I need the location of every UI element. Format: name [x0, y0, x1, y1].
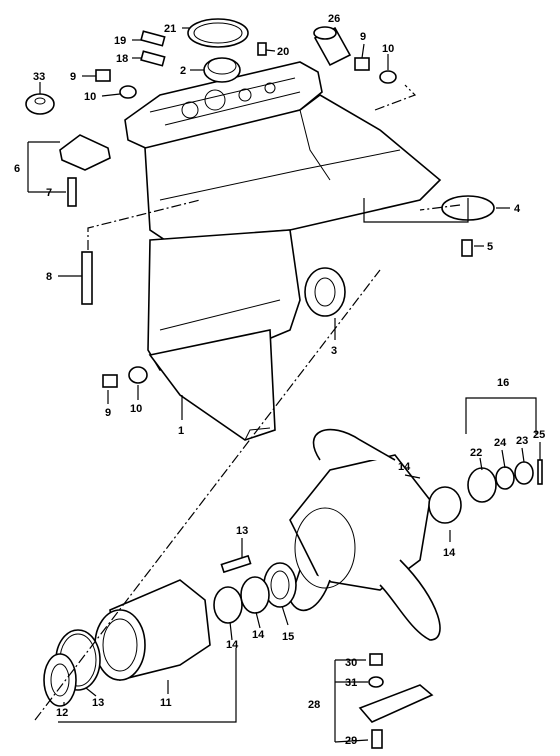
callout-20: 22 — [470, 447, 482, 459]
leader-lines — [27, 27, 541, 743]
callout-3: 3 — [331, 345, 337, 357]
washer-31 — [368, 676, 384, 688]
bearing-3 — [304, 267, 346, 317]
thrust-washer-20 — [467, 467, 497, 503]
anode-6 — [59, 134, 111, 171]
snap-ring-27 — [187, 18, 249, 48]
bearing-carrier-11 — [94, 579, 211, 681]
bolt-9-mid — [102, 374, 118, 388]
callout-10-top-left: 10 — [84, 91, 96, 103]
bolt-15 — [220, 554, 252, 574]
callout-22: 24 — [494, 437, 507, 449]
nut-30 — [369, 653, 383, 666]
callout-32: 26 — [328, 13, 340, 25]
callout-14a: 14 — [226, 639, 239, 651]
bolt-8 — [81, 251, 93, 305]
callout-10-mid: 10 — [130, 403, 142, 415]
bearing-12 — [43, 653, 77, 707]
spacer-17 — [428, 486, 462, 524]
callout-29: 29 — [345, 735, 357, 747]
callout-13: 13 — [92, 697, 104, 709]
callout-9-top-right: 9 — [360, 31, 366, 43]
bearing-2 — [203, 57, 241, 83]
callout-21: 23 — [516, 435, 528, 447]
key-25 — [140, 30, 166, 47]
callout-31: 31 — [345, 677, 357, 689]
anode-28 — [358, 684, 434, 723]
seal-14b — [240, 576, 270, 614]
callout-14b: 14 — [252, 629, 265, 641]
callout-16: 14 — [398, 461, 411, 473]
cotter-pin-23 — [537, 459, 543, 485]
callout-1: 1 — [178, 425, 184, 437]
callout-8: 8 — [46, 271, 52, 283]
callout-9-mid: 9 — [105, 407, 111, 419]
callout-6: 6 — [14, 163, 20, 175]
seal-18 — [263, 562, 297, 608]
callout-23: 25 — [533, 429, 545, 441]
callout-10-top-right: 10 — [382, 43, 394, 55]
callout-28: 28 — [308, 699, 320, 711]
callout-5: 5 — [487, 241, 493, 253]
seal-14a — [213, 586, 243, 624]
washer-22 — [495, 466, 515, 490]
bolt-9-top-right — [354, 57, 370, 71]
bolt-9-top-left — [95, 69, 111, 82]
callout-18: 15 — [282, 631, 294, 643]
callout-33: 33 — [33, 71, 45, 83]
callout-25: 19 — [114, 35, 126, 47]
cap-32 — [313, 26, 352, 67]
callout-9-top-left: 9 — [70, 71, 76, 83]
callout-4: 4 — [514, 203, 521, 215]
bolt-5 — [461, 239, 473, 257]
callout-27: 21 — [164, 23, 176, 35]
callout-15: 13 — [236, 525, 248, 537]
callout-11: 11 — [160, 697, 172, 709]
callout-2: 2 — [180, 65, 186, 77]
callout-labels: 21 19 18 2 20 26 9 10 33 9 10 6 7 8 4 5 … — [14, 13, 545, 747]
callout-12: 12 — [56, 707, 68, 719]
callout-30: 30 — [345, 657, 357, 669]
pin-26 — [257, 42, 267, 56]
key-24 — [140, 50, 166, 67]
washer-10-top-left — [119, 85, 137, 99]
callout-24: 18 — [116, 53, 128, 65]
bolt-7 — [67, 177, 77, 207]
gearcase-housing — [124, 61, 442, 441]
bolt-29 — [371, 729, 383, 749]
callout-19: 16 — [497, 377, 509, 389]
callout-17: 14 — [443, 547, 456, 559]
callout-26: 20 — [277, 46, 289, 58]
washer-10-top-right — [379, 70, 397, 84]
propeller-16 — [289, 428, 441, 641]
nut-21 — [514, 461, 534, 485]
callout-7: 7 — [46, 187, 52, 199]
washer-10-mid — [128, 366, 148, 384]
grommet-33 — [25, 93, 55, 115]
